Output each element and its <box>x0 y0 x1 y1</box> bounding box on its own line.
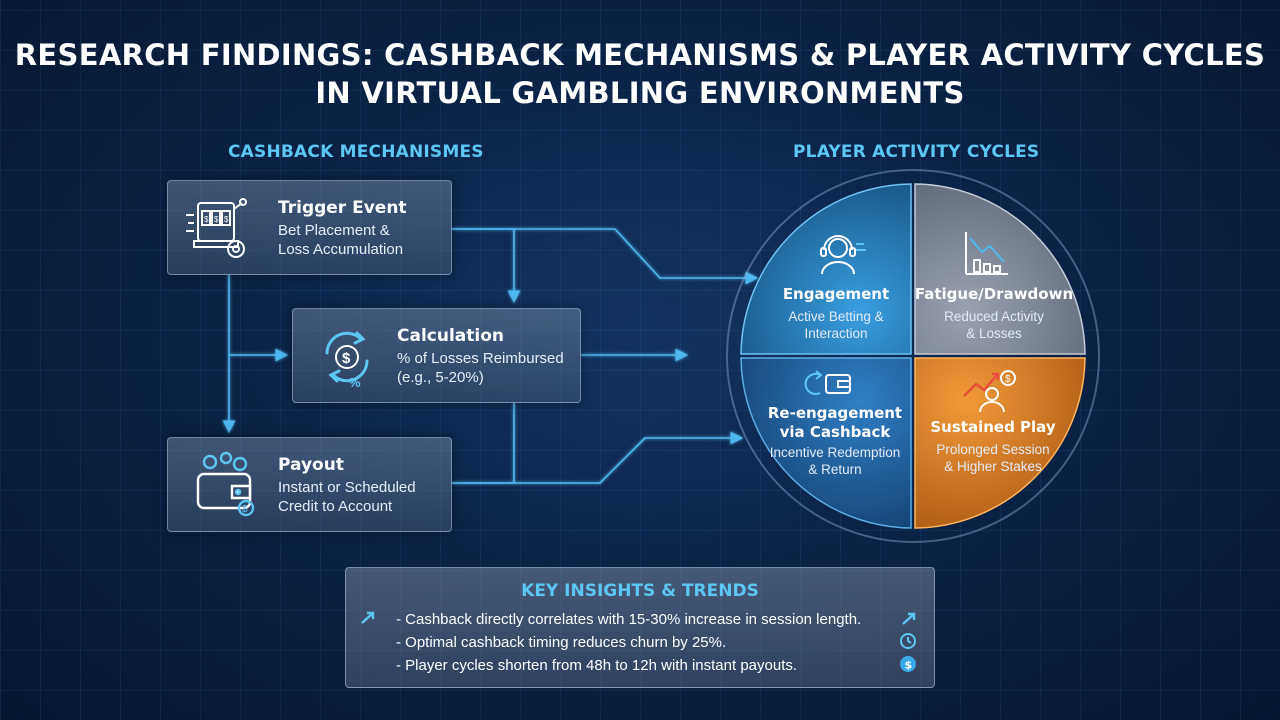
calculation-to-payout-line <box>452 403 515 484</box>
activity-cycle-diagram: $ <box>726 169 1100 543</box>
svg-text:$: $ <box>204 215 209 224</box>
payout-title: Payout <box>278 455 344 475</box>
svg-text:$: $ <box>242 504 248 515</box>
engagement-text: Engagement Active Betting & Interaction <box>770 285 902 342</box>
insight-item-2: - Optimal cashback timing reduces churn … <box>396 634 727 651</box>
reengagement-text: Re-engagement via Cashback Incentive Red… <box>760 404 910 478</box>
reengagement-title-1: Re-engagement <box>767 404 903 422</box>
dollar-coin-icon: $ <box>899 655 917 678</box>
trigger-event-title: Trigger Event <box>278 198 407 218</box>
payout-to-reengagement-line <box>452 431 744 484</box>
trigger-event-desc-2: Loss Accumulation <box>278 241 404 258</box>
trend-arrow-icon-right <box>901 612 917 631</box>
trigger-event-desc-1: Bet Placement & <box>278 222 390 239</box>
sustained-play-desc-1: Prolonged Session <box>936 442 1050 457</box>
sustained-play-quadrant <box>914 357 1086 529</box>
engagement-desc-1: Active Betting & <box>788 309 884 324</box>
growth-user-icon: $ <box>963 370 1016 413</box>
engagement-title: Engagement <box>782 285 890 303</box>
payout-card[interactable]: $ Payout Instant or Scheduled Credit to … <box>167 437 452 532</box>
cycle-outer-ring <box>726 169 1100 543</box>
svg-text:$: $ <box>342 350 351 367</box>
trigger-to-engagement-line <box>452 228 759 285</box>
svg-text:$: $ <box>224 215 229 224</box>
insight-item-3: - Player cycles shorten from 48h to 12h … <box>396 657 798 674</box>
headset-user-icon <box>820 235 866 275</box>
wallet-return-icon <box>804 370 851 395</box>
payout-desc-2: Credit to Account <box>278 498 393 515</box>
reengagement-desc-2: & Return <box>808 462 862 477</box>
insight-item-1: - Cashback directly correlates with 15-3… <box>396 611 862 628</box>
svg-text:$: $ <box>905 659 913 672</box>
sustained-play-text: Sustained Play Prolonged Session & Highe… <box>918 418 1068 475</box>
engagement-desc-2: Interaction <box>804 326 868 341</box>
sustained-play-desc-2: & Higher Stakes <box>944 459 1042 474</box>
key-insights-title: KEY INSIGHTS & TRENDS <box>521 581 759 601</box>
slot-machine-icon: $ $ $ <box>184 195 254 266</box>
engagement-quadrant <box>740 183 912 355</box>
declining-chart-icon <box>965 232 1008 275</box>
calculation-desc-1: % of Losses Reimbursed <box>397 350 564 367</box>
reengagement-desc-1: Incentive Redemption <box>769 445 901 460</box>
trigger-to-calculation-side-line <box>228 275 289 362</box>
cashback-mechanisms-heading: CASHBACK MECHANISMES <box>228 142 484 162</box>
payout-desc-1: Instant or Scheduled <box>278 479 416 496</box>
calculation-title: Calculation <box>397 326 504 346</box>
key-insights-panel: KEY INSIGHTS & TRENDS - Cashback directl… <box>345 567 935 688</box>
fatigue-desc-2: & Losses <box>966 326 1022 341</box>
svg-text:$: $ <box>1005 374 1011 385</box>
wallet-icon: $ <box>192 450 258 523</box>
trend-arrow-icon <box>360 611 376 630</box>
fatigue-desc-1: Reduced Activity <box>944 309 1044 324</box>
page-title: RESEARCH FINDINGS: CASHBACK MECHANISMS &… <box>14 38 1266 110</box>
fatigue-title: Fatigue/Drawdown <box>914 285 1074 303</box>
calculation-card[interactable]: $ % Calculation % of Losses Reimbursed (… <box>292 308 581 403</box>
svg-text:$: $ <box>214 215 219 224</box>
reengagement-title-2: via Cashback <box>779 423 891 441</box>
sustained-play-title: Sustained Play <box>930 418 1056 436</box>
player-activity-cycles-heading: PLAYER ACTIVITY CYCLES <box>793 142 1040 162</box>
svg-text:%: % <box>349 375 361 390</box>
trigger-event-card[interactable]: $ $ $ Trigger Event Bet Placement & Loss… <box>167 180 452 275</box>
calculation-desc-2: (e.g., 5-20%) <box>397 369 484 386</box>
clock-icon <box>899 632 917 655</box>
trigger-to-calculation-line <box>452 228 521 304</box>
refresh-dollar-icon: $ % <box>313 323 381 396</box>
fatigue-text: Fatigue/Drawdown Reduced Activity & Loss… <box>914 285 1074 342</box>
reengagement-quadrant <box>740 357 912 529</box>
